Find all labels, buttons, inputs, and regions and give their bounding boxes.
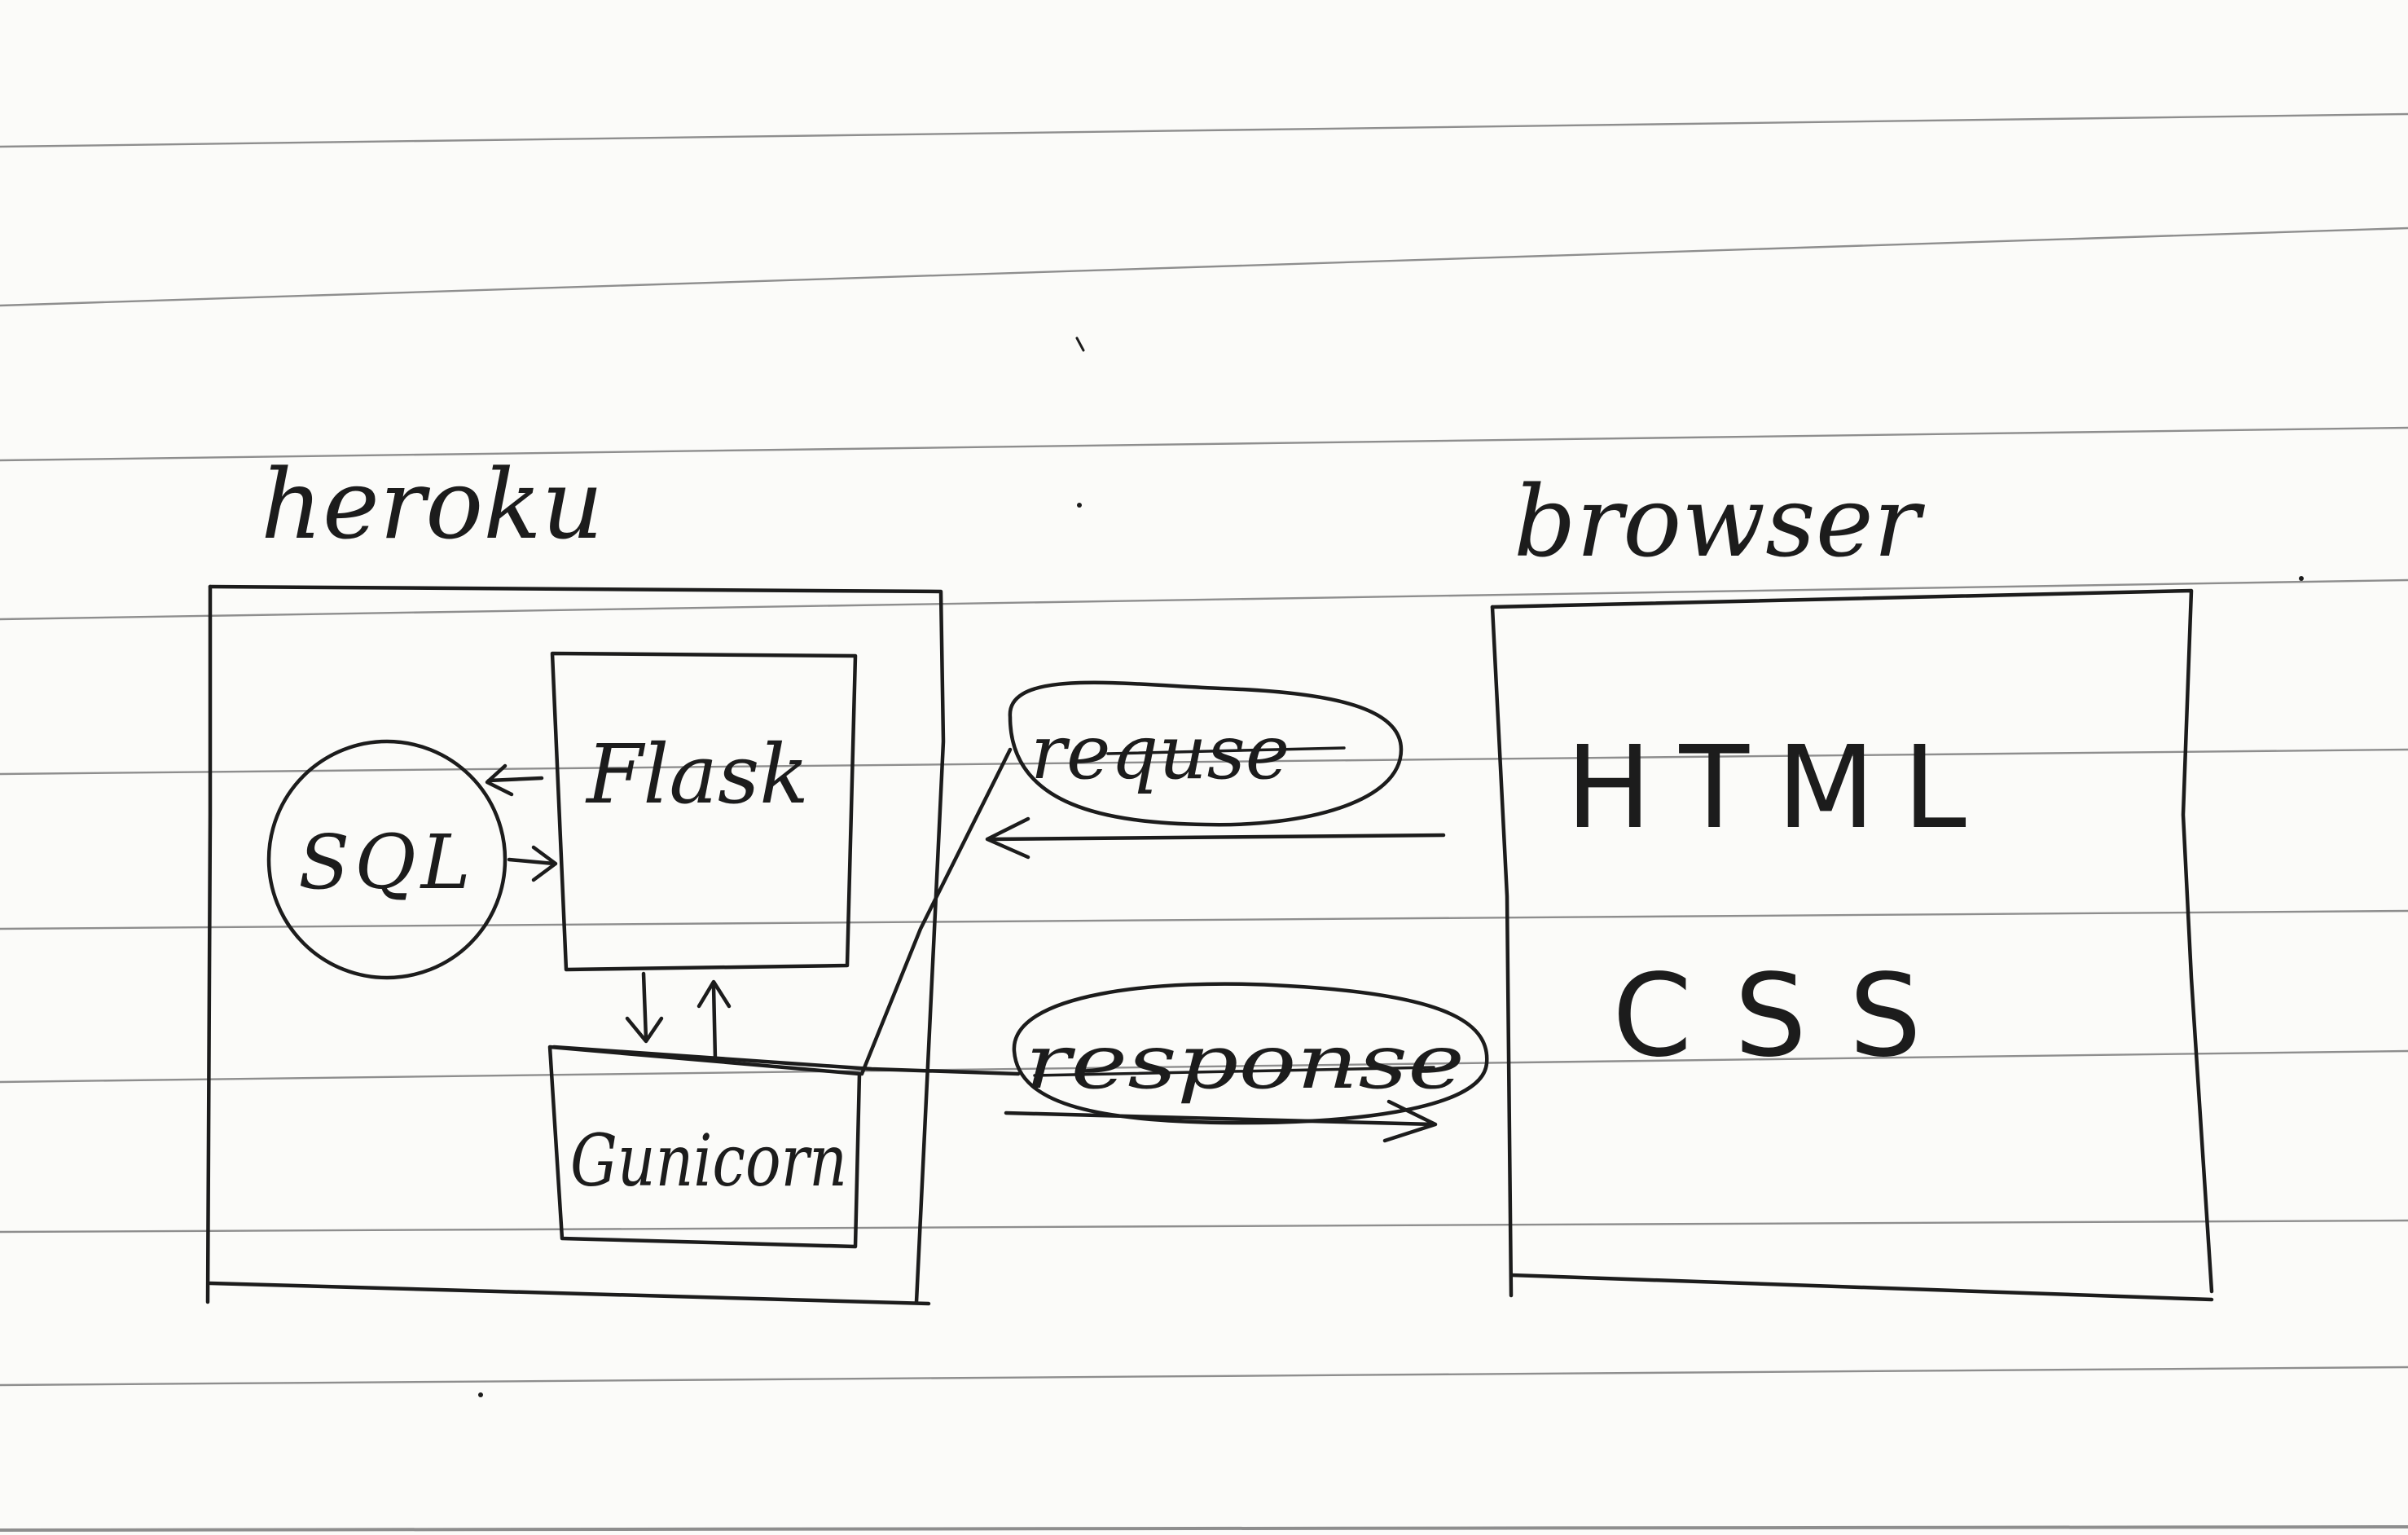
flask-node: Flask (550, 651, 858, 972)
sql-node: SQL (266, 739, 508, 980)
response-label: response (1025, 1018, 1465, 1106)
browser-container: browser HTML CSS (1490, 466, 2214, 1302)
heroku-container: heroku (205, 448, 946, 1306)
css-label: CSS (1612, 950, 1964, 1083)
sql-flask-arrows (485, 763, 558, 882)
flask-gunicorn-arrows (625, 971, 732, 1062)
request-flow: requse (985, 680, 1446, 860)
connection-lines (551, 747, 1021, 1076)
html-label: HTML (1566, 722, 1994, 855)
response-flow: response (1004, 982, 1489, 1143)
flask-label: Flask (585, 727, 809, 822)
browser-title: browser (1514, 466, 1926, 579)
heroku-title: heroku (261, 448, 604, 561)
sql-label: SQL (298, 819, 476, 906)
stray-marks (478, 336, 2304, 1397)
gunicorn-node: Gunicorn (547, 1045, 862, 1249)
gunicorn-label: Gunicorn (570, 1119, 847, 1203)
ruled-lines (0, 112, 2408, 1532)
